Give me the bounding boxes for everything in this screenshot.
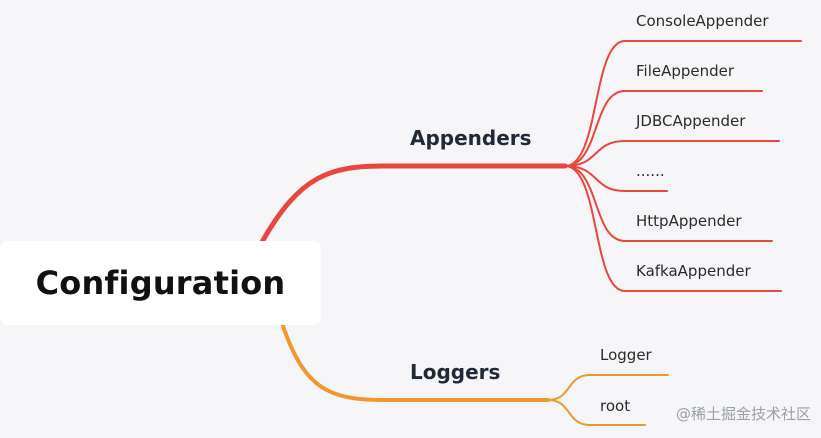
- branch-loggers-label[interactable]: Loggers: [410, 360, 501, 384]
- leaf-logger[interactable]: Logger: [600, 346, 652, 364]
- connector-appender-leaf: [564, 165, 782, 292]
- leaf-kafka-appender[interactable]: KafkaAppender: [636, 262, 751, 280]
- branch-appenders-label[interactable]: Appenders: [410, 126, 532, 150]
- connector-logger-leaf: [547, 399, 646, 426]
- leaf-ellipsis[interactable]: ......: [636, 162, 665, 180]
- connector-appender-leaf: [564, 165, 773, 242]
- connector-root-appenders: [259, 163, 568, 245]
- root-node[interactable]: Configuration: [0, 241, 321, 325]
- leaf-http-appender[interactable]: HttpAppender: [636, 212, 742, 230]
- connector-appender-leaf: [564, 140, 780, 167]
- connector-appender-leaf: [564, 40, 802, 167]
- connector-logger-leaf: [547, 374, 669, 401]
- connector-appender-leaf: [564, 165, 668, 192]
- connector-root-loggers: [281, 324, 550, 402]
- connector-appender-leaf: [564, 90, 763, 167]
- root-node-label: Configuration: [35, 264, 286, 302]
- leaf-file-appender[interactable]: FileAppender: [636, 62, 735, 80]
- leaf-root[interactable]: root: [600, 397, 631, 415]
- leaf-console-appender[interactable]: ConsoleAppender: [636, 12, 769, 30]
- watermark: @稀土掘金技术社区: [675, 405, 811, 423]
- leaf-jdbc-appender[interactable]: JDBCAppender: [636, 112, 746, 130]
